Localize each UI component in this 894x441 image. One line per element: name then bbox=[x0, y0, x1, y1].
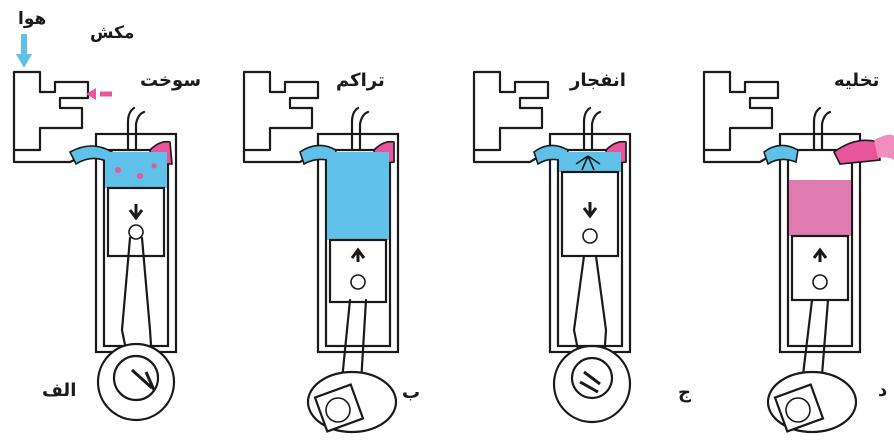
label-stage-a: الف bbox=[42, 380, 76, 401]
label-stage-b: ب bbox=[402, 382, 420, 403]
stage-compression bbox=[244, 72, 398, 432]
label-air: هوا bbox=[18, 9, 46, 29]
label-intake: مکش bbox=[90, 23, 134, 43]
label-compression: تراکم bbox=[336, 70, 385, 91]
stage-power bbox=[474, 72, 630, 422]
label-exhaust: تخلیه bbox=[834, 70, 879, 91]
label-power: انفجار bbox=[569, 70, 626, 91]
label-stage-c: ج bbox=[678, 382, 691, 403]
stage-exhaust bbox=[704, 72, 894, 432]
stage-intake bbox=[14, 34, 176, 420]
label-stage-d: د bbox=[878, 380, 887, 401]
label-fuel: سوخت bbox=[140, 70, 201, 91]
